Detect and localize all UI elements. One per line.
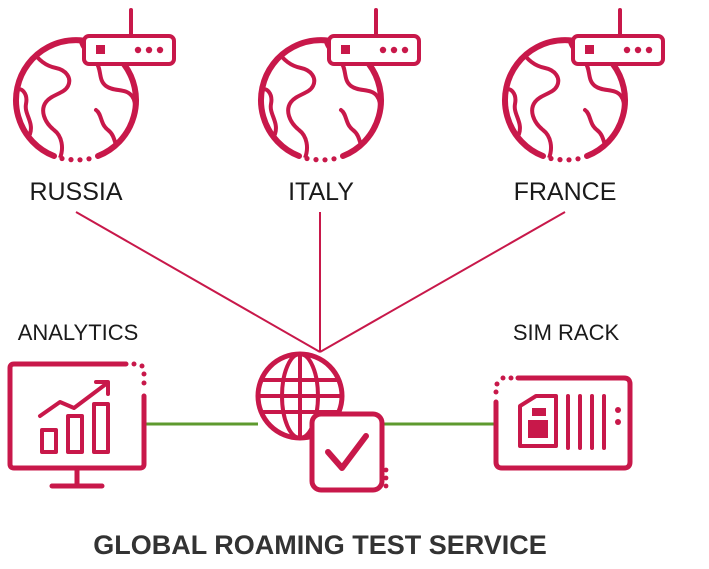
globe-router-icon-france	[501, 10, 663, 162]
sim-rack-icon	[493, 375, 633, 471]
country-label-france: FRANCE	[513, 178, 617, 206]
country-links	[75, 211, 566, 353]
link-russia-hub	[75, 211, 321, 353]
country-label-russia: RUSSIA	[29, 178, 123, 206]
globe-router-icon-russia	[12, 10, 174, 162]
globe-router-icon-italy	[257, 10, 419, 162]
page-title: GLOBAL ROAMING TEST SERVICE	[93, 530, 547, 560]
analytics-label: ANALYTICS	[17, 320, 139, 345]
link-france-hub	[319, 211, 566, 353]
analytics-monitor-icon	[7, 361, 147, 489]
sim-rack-label: SIM RACK	[512, 320, 620, 345]
country-label-italy: ITALY	[288, 178, 354, 206]
globe-check-icon	[255, 351, 389, 493]
